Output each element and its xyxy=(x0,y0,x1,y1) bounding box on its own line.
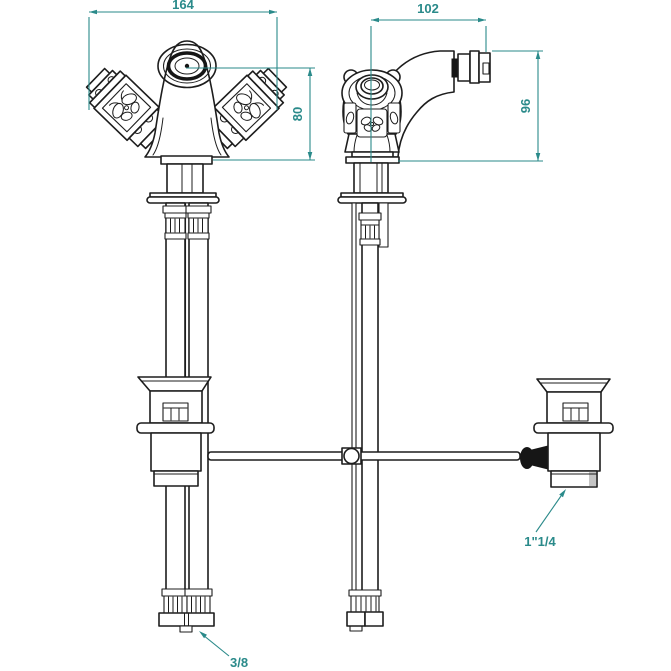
dimension-label-side-height: 96 xyxy=(518,99,533,113)
dimension-front-width: 164 xyxy=(88,0,278,110)
annotation-supply-thread: 3/8 xyxy=(199,631,248,670)
base-and-stem-front xyxy=(146,155,220,204)
annotation-label-waste-thread: 1"1/4 xyxy=(524,534,556,549)
dimension-label-front-width: 164 xyxy=(172,0,194,12)
supply-tube-side xyxy=(346,202,389,632)
front-view xyxy=(78,40,295,633)
annotation-waste-thread: 1"1/4 xyxy=(524,489,566,549)
annotation-label-supply-thread: 3/8 xyxy=(230,655,248,670)
popup-rod-linkage xyxy=(207,445,549,470)
dimension-side-height: 96 xyxy=(398,50,543,162)
base-and-stem-side xyxy=(337,151,407,204)
dimension-front-spout-height: 80 xyxy=(186,67,315,161)
handle-side xyxy=(341,69,403,153)
popup-waste-side xyxy=(533,378,614,488)
popup-waste-front xyxy=(136,376,215,487)
spout-top-circle xyxy=(157,43,217,89)
side-view xyxy=(207,50,614,632)
dimension-label-front-spout-height: 80 xyxy=(290,107,305,121)
supply-tails-front xyxy=(158,588,215,633)
dimension-side-reach: 102 xyxy=(370,1,487,162)
faucet-body-front xyxy=(144,40,230,158)
dimension-label-side-reach: 102 xyxy=(417,1,439,16)
